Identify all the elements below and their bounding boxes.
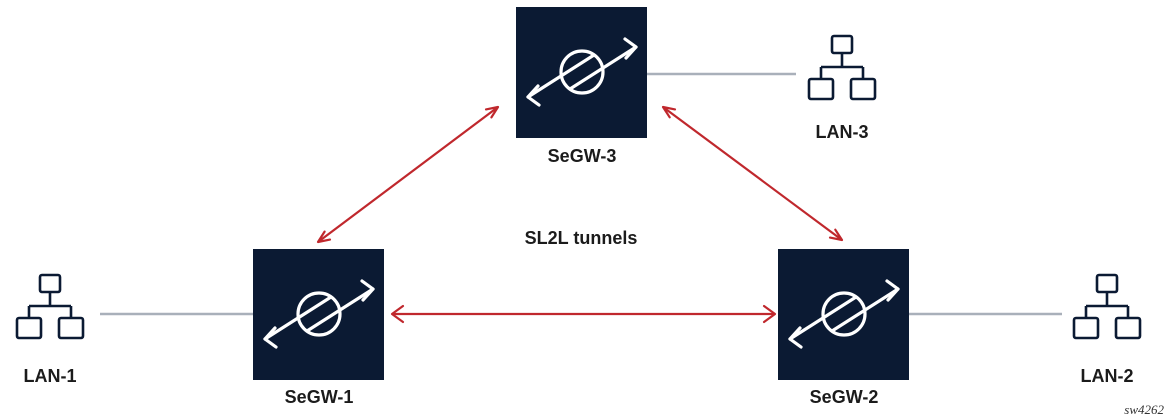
network-tree-icon <box>807 34 877 101</box>
gateway-segw2 <box>778 249 909 380</box>
gateway-segw3 <box>516 7 647 138</box>
network-tree-icon <box>1072 273 1142 340</box>
gateway-segw1 <box>253 249 384 380</box>
lan2-label: LAN-2 <box>1081 366 1134 386</box>
tunnel-segw1-segw2 <box>390 304 777 324</box>
lan3-label: LAN-3 <box>816 122 869 142</box>
network-tree-icon <box>15 273 85 340</box>
figure-id: sw4262 <box>1124 402 1164 416</box>
lan1-label: LAN-1 <box>24 366 77 386</box>
tunnel-segw3-segw2 <box>661 105 844 242</box>
segw2-label: SeGW-2 <box>810 387 879 407</box>
segw3-label: SeGW-3 <box>548 146 617 166</box>
segw1-label: SeGW-1 <box>285 387 354 407</box>
tunnels-label: SL2L tunnels <box>525 228 638 248</box>
tunnel-segw1-segw3 <box>316 105 500 244</box>
